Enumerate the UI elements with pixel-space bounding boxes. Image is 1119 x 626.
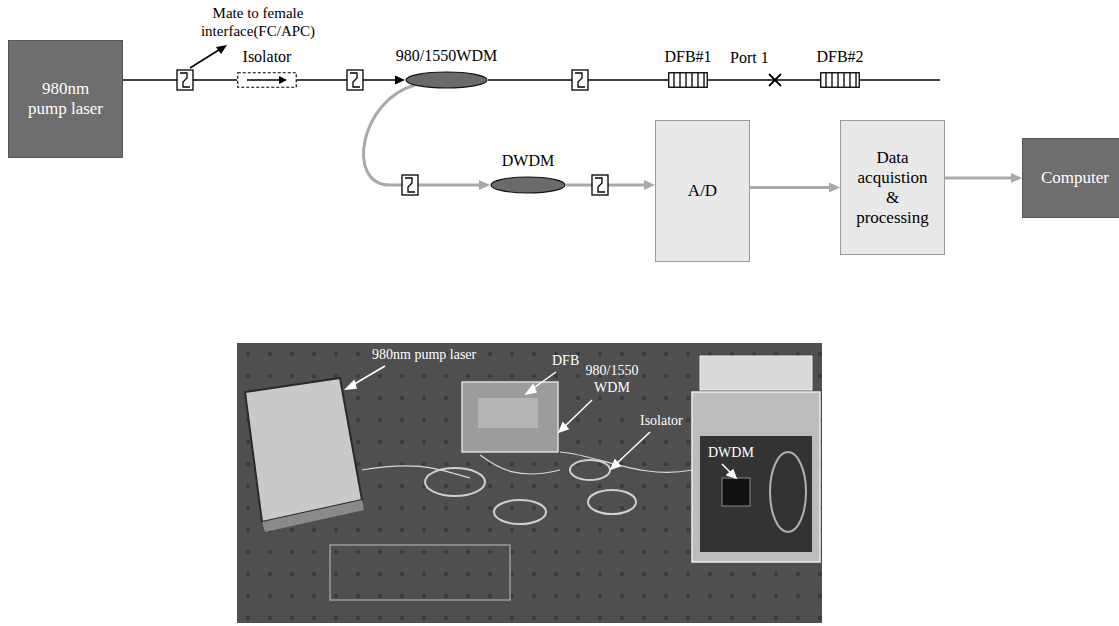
fiber-connector bbox=[364, 85, 490, 190]
wdm-coupler-outline bbox=[405, 71, 488, 89]
fiber-connector bbox=[945, 173, 1022, 183]
component-label: DWDM bbox=[502, 152, 554, 170]
computer-box: Computer bbox=[1022, 138, 1119, 218]
process-box: A/D bbox=[655, 120, 750, 262]
fiber-connector bbox=[566, 180, 655, 190]
fiber-connector bbox=[750, 183, 840, 193]
setup-photo bbox=[237, 343, 822, 623]
photo-label: 980/1550 WDM bbox=[583, 362, 641, 396]
fiber-end bbox=[860, 79, 940, 81]
photo-label: Isolator bbox=[640, 412, 683, 429]
fc-apc-connector bbox=[572, 70, 588, 90]
component-label: Isolator bbox=[243, 48, 292, 66]
port-mark bbox=[769, 74, 781, 86]
component-label: DFB#1 bbox=[664, 48, 711, 66]
component-label: DFB#2 bbox=[816, 48, 863, 66]
callout-label: Mate to female interface(FC/APC) bbox=[158, 4, 358, 40]
component-label: 980/1550WDM bbox=[396, 47, 497, 65]
fiber-connector bbox=[708, 80, 820, 81]
fc-apc-connector bbox=[402, 175, 418, 195]
isolator-symbol-outline bbox=[237, 72, 297, 88]
photo-label: DFB bbox=[552, 352, 579, 369]
box-text: Computer bbox=[1041, 168, 1109, 188]
fc-apc-connector bbox=[347, 70, 363, 90]
grating-symbol: DFB#2 bbox=[820, 72, 860, 88]
arrowhead bbox=[829, 183, 840, 193]
grating-symbol: DFB#1 bbox=[668, 72, 708, 88]
dwdm-coupler: DWDM bbox=[490, 176, 566, 194]
leader-arrow bbox=[190, 45, 227, 68]
arrowhead bbox=[395, 76, 405, 85]
grating-symbol-outline bbox=[820, 72, 860, 88]
port-label: Port 1 bbox=[730, 48, 769, 67]
process-box: Data acquistion & processing bbox=[840, 120, 945, 255]
photo-label: 980nm pump laser bbox=[372, 346, 476, 363]
laser-box: 980nm pump laser bbox=[8, 40, 123, 158]
arrowhead bbox=[479, 180, 490, 190]
isolator-symbol: Isolator bbox=[237, 72, 297, 88]
fc-apc-connector bbox=[592, 175, 608, 195]
grating-symbol-outline bbox=[668, 72, 708, 88]
arrowhead bbox=[1011, 173, 1022, 183]
arrowhead bbox=[644, 180, 655, 190]
photo-label: DWDM bbox=[708, 444, 754, 461]
box-text: A/D bbox=[688, 181, 717, 201]
box-text: 980nm pump laser bbox=[25, 79, 106, 119]
fc-apc-connector bbox=[177, 70, 193, 90]
box-text: Data acquistion & processing bbox=[853, 148, 932, 228]
wdm-coupler: 980/1550WDM bbox=[405, 71, 488, 89]
dwdm-coupler-outline bbox=[490, 176, 566, 194]
